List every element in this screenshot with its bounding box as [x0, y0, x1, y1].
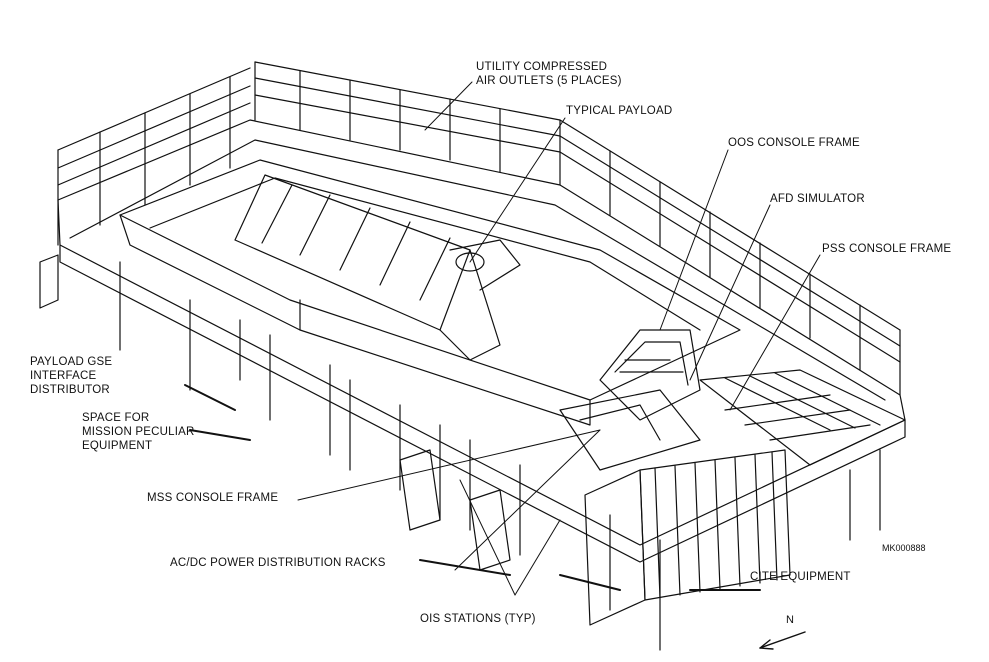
label-utility-air-outlets: UTILITY COMPRESSED AIR OUTLETS (5 PLACES… — [476, 61, 622, 87]
afd-simulator — [559, 329, 701, 471]
leader-lines — [297, 81, 821, 596]
label-typical-payload: TYPICAL PAYLOAD — [566, 105, 673, 117]
power-racks — [399, 449, 511, 571]
support-legs — [119, 261, 881, 651]
label-cite-equipment: CITE EQUIPMENT — [750, 571, 851, 583]
label-oos-console-frame: OOS CONSOLE FRAME — [728, 137, 860, 149]
north-indicator-letter: N — [786, 614, 795, 626]
north-arrow — [759, 631, 806, 650]
cite-deck-tiles — [699, 369, 906, 466]
label-space-mission-peculiar: SPACE FOR MISSION PECULIAR EQUIPMENT — [82, 412, 195, 452]
figure-reference-number: MK000888 — [882, 543, 926, 553]
label-acdc-power-racks: AC/DC POWER DISTRIBUTION RACKS — [170, 557, 386, 569]
label-ois-stations: OIS STATIONS (TYP) — [420, 613, 536, 625]
label-afd-simulator: AFD SIMULATOR — [770, 193, 865, 205]
payload-panels — [234, 174, 521, 361]
payload-bay — [119, 159, 741, 426]
label-mss-console-frame: MSS CONSOLE FRAME — [147, 492, 279, 504]
label-payload-gse-interface: PAYLOAD GSE INTERFACE DISTRIBUTOR — [30, 356, 113, 396]
label-pss-console-frame: PSS CONSOLE FRAME — [822, 243, 952, 255]
back-railing — [254, 61, 901, 396]
cite-racks — [584, 449, 791, 626]
ground-hatching — [184, 384, 761, 591]
platform-deck — [57, 119, 906, 563]
left-railing — [39, 67, 251, 309]
